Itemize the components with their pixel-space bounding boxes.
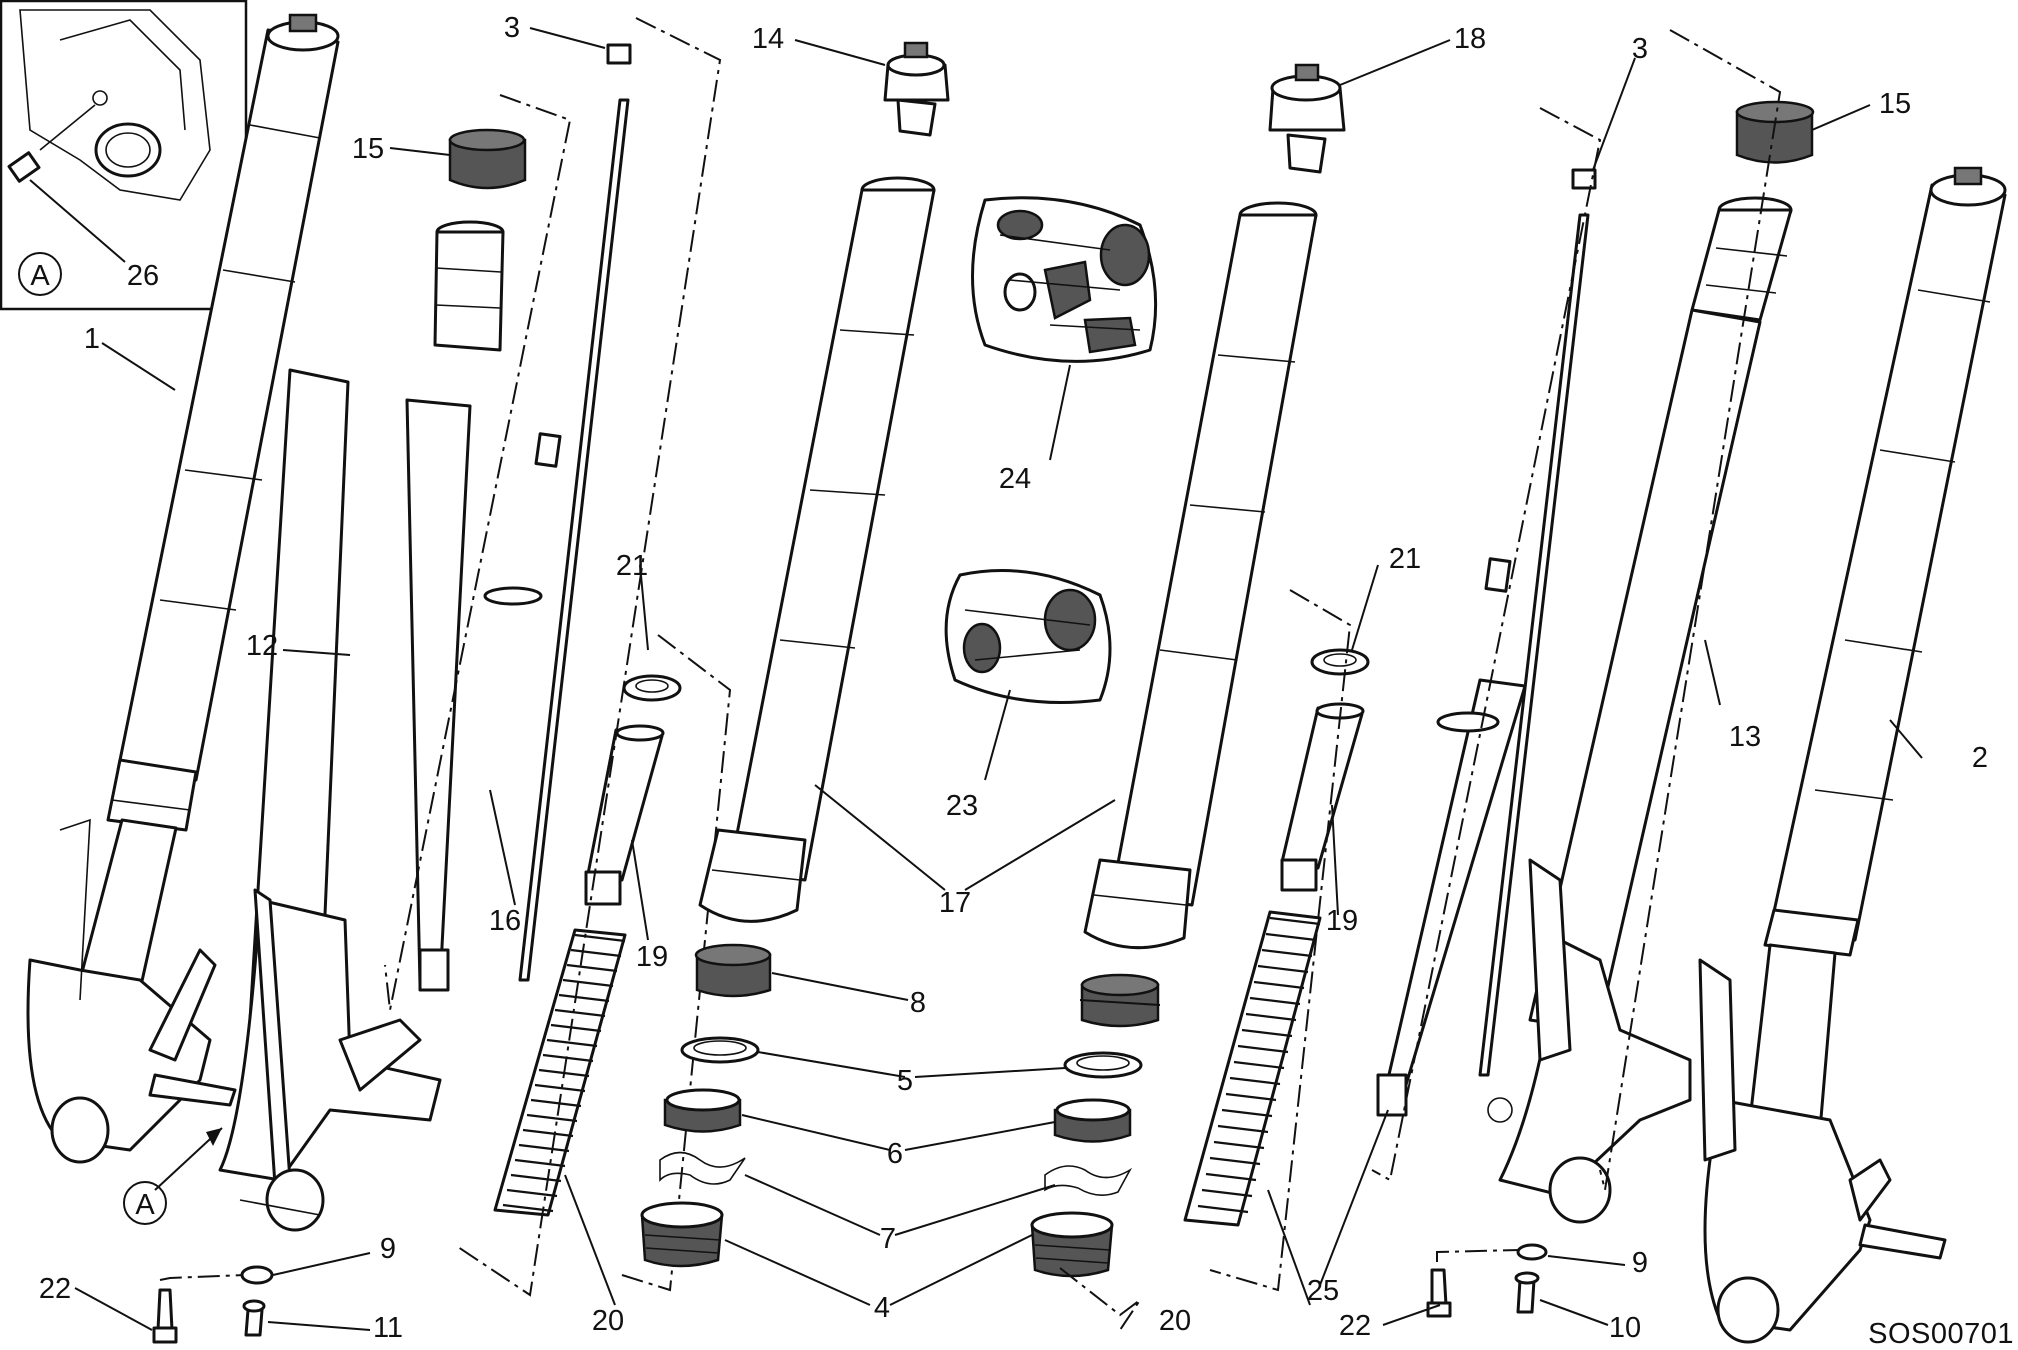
spring-20-right: [1183, 910, 1322, 1227]
outer-tube-17-left: [698, 176, 936, 923]
bolt-10: [1514, 1271, 1540, 1314]
cap-15-left: [448, 128, 527, 190]
callout-7: 7: [880, 1223, 896, 1255]
cap-18: [1268, 63, 1346, 174]
callout-labels: 1 2 3 3 4 5 6 7 8 9 9 10 11 12 13 14 15 …: [39, 12, 1988, 1344]
callout-3-right: 3: [1632, 33, 1648, 65]
callout-22-left: 22: [39, 1273, 71, 1305]
spacer-group-left: [584, 674, 682, 906]
callout-9-left: 9: [380, 1233, 396, 1265]
spring-20-left: [493, 928, 627, 1217]
inner-tube-right-13: [1487, 196, 1793, 1224]
callout-6: 6: [887, 1138, 903, 1170]
washer-9-left: [240, 1265, 274, 1285]
callout-3-left: 3: [504, 12, 520, 44]
callout-1: 1: [84, 323, 100, 355]
callout-26: 26: [127, 260, 159, 292]
callout-4: 4: [874, 1292, 890, 1324]
fork-leg-left-1: [26, 13, 340, 1164]
callout-22-right: 22: [1339, 1310, 1371, 1342]
callout-19-left: 19: [636, 941, 668, 973]
detail-inset-a: A: [0, 0, 248, 311]
callout-16: 16: [489, 905, 521, 937]
callout-24: 24: [999, 463, 1031, 495]
detail-marker-label: A: [30, 260, 50, 292]
bolt-22-right: [1426, 1249, 1521, 1318]
detail-a-pointer: A: [123, 1127, 223, 1225]
detail-marker-pointer-label: A: [135, 1189, 155, 1221]
callout-19-right: 19: [1326, 905, 1358, 937]
callout-8: 8: [910, 987, 926, 1019]
fork-leg-right-2: [1698, 166, 2007, 1344]
dash-box-right-spacer: [1209, 589, 1352, 1292]
cartridge-16-left: [405, 220, 505, 992]
callout-20-left: 20: [592, 1305, 624, 1337]
callout-21-right: 21: [1389, 543, 1421, 575]
cartridge-right: [1376, 678, 1527, 1117]
callout-5: 5: [897, 1065, 913, 1097]
seal-kit-24: [971, 196, 1158, 363]
bolt-22-left: [152, 1274, 246, 1344]
callout-23: 23: [946, 790, 978, 822]
inner-tube-left-12: [218, 368, 442, 1232]
leader-lines: [74, 27, 1923, 1331]
callout-13: 13: [1729, 721, 1761, 753]
callout-18: 18: [1454, 23, 1486, 55]
callout-15-right: 15: [1879, 88, 1911, 120]
rod-left: [483, 43, 632, 982]
cap-15-right: [1735, 100, 1815, 164]
spacer-group-right: [1280, 648, 1370, 892]
dash-box-left-rod: [454, 17, 722, 1297]
callout-25: 25: [1307, 1275, 1339, 1307]
dash-box-right-rod: [1371, 107, 1602, 1182]
callout-20-right: 20: [1159, 1305, 1191, 1337]
dash-box-right-seals: [1059, 1267, 1141, 1331]
seal-kit-23: [944, 569, 1112, 704]
callout-21-left: 21: [616, 550, 648, 582]
seal-stack-left: [640, 943, 772, 1268]
callout-9-right: 9: [1632, 1247, 1648, 1279]
cap-14: [883, 41, 950, 137]
washer-9-right: [1516, 1243, 1548, 1261]
callout-12: 12: [246, 630, 278, 662]
callout-2: 2: [1972, 742, 1988, 774]
callout-15-left: 15: [352, 133, 384, 165]
callout-14: 14: [752, 23, 784, 55]
callout-11: 11: [373, 1312, 403, 1344]
outer-tube-17-right: [1083, 201, 1318, 950]
callout-10: 10: [1609, 1312, 1641, 1344]
dash-box-left-cartridge: [384, 94, 572, 1011]
callout-17: 17: [939, 887, 971, 919]
seal-stack-right: [1030, 973, 1160, 1278]
bolt-11: [242, 1299, 266, 1337]
drawing-code: SOS00701: [1868, 1318, 2014, 1350]
